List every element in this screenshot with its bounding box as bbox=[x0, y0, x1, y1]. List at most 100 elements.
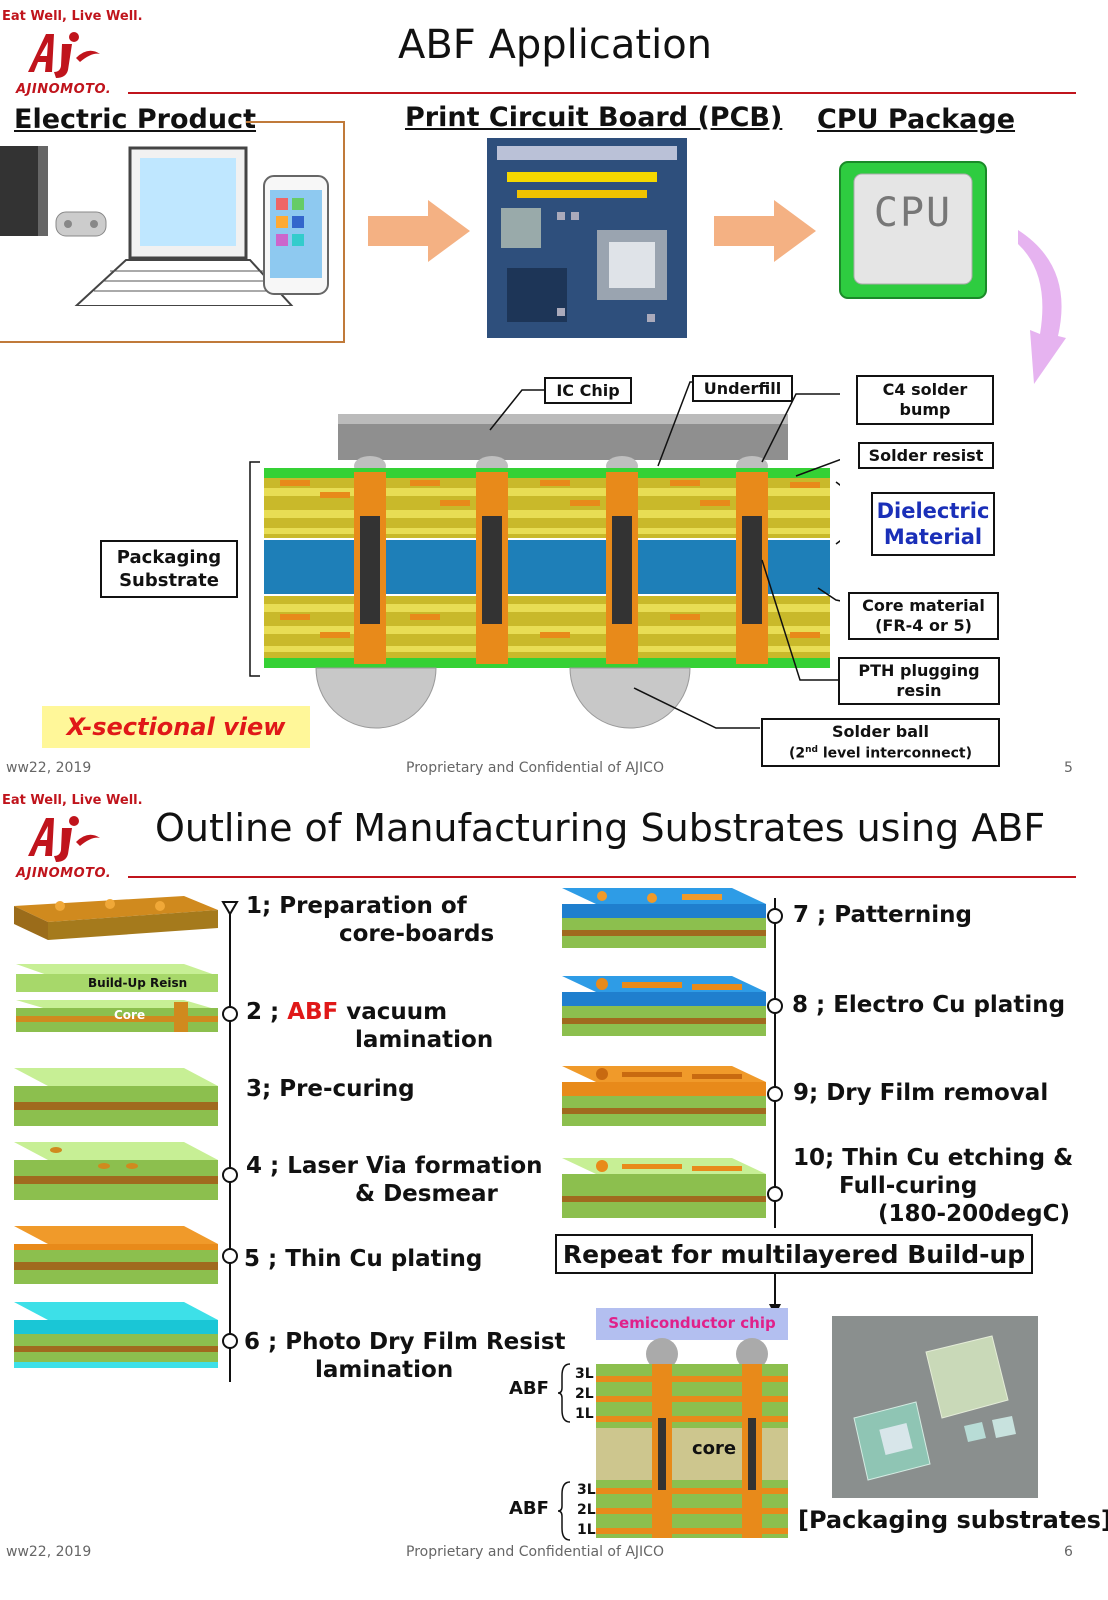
callout-solder-ball: Solder ball (2nd level interconnect) bbox=[761, 718, 1000, 767]
step1-core-board-image bbox=[14, 892, 220, 956]
callout-solder-ball-line1: Solder ball bbox=[832, 721, 929, 741]
step1-label: 1; Preparation of bbox=[246, 893, 467, 919]
step6-label: 6 ; Photo Dry Film Resist bbox=[244, 1329, 566, 1355]
title-divider bbox=[128, 876, 1076, 878]
callout-c4-line1: C4 solder bbox=[882, 380, 968, 399]
buildup-cross-section: Semiconductor chip core bbox=[596, 1308, 788, 1538]
layer-1l-bottom: 1L bbox=[577, 1522, 596, 1538]
ajinomoto-logo-icon bbox=[22, 812, 106, 868]
callout-c4-solder-bump: C4 solder bump bbox=[856, 375, 994, 425]
callout-underfill: Underfill bbox=[692, 375, 793, 402]
ajinomoto-logo-text: AJINOMOTO. bbox=[16, 82, 112, 97]
substrate-cross-section-diagram bbox=[240, 370, 856, 754]
callout-pth-line2: resin bbox=[896, 681, 942, 700]
step10-label: 10; Thin Cu etching & bbox=[793, 1145, 1074, 1171]
callout-solder-ball-line2: (2nd level interconnect) bbox=[789, 741, 972, 763]
step8-electro-cu-image bbox=[562, 972, 768, 1046]
section-pcb: Print Circuit Board (PCB) bbox=[405, 102, 783, 133]
process-timelines bbox=[218, 878, 784, 1388]
step3-label: 3; Pre-curing bbox=[246, 1076, 415, 1102]
callout-dielectric-line2: Material bbox=[883, 525, 983, 549]
callout-core-line1: Core material bbox=[862, 596, 985, 615]
tagline: Eat Well, Live Well. bbox=[2, 9, 143, 24]
step3-precuring-image bbox=[14, 1068, 220, 1134]
callout-solder-resist: Solder resist bbox=[858, 442, 994, 469]
step10-etching-image bbox=[562, 1154, 768, 1228]
abf-bottom-label: ABF bbox=[509, 1498, 549, 1519]
step5-thin-cu-image bbox=[14, 1226, 220, 1292]
page-number: 5 bbox=[1064, 760, 1073, 776]
title-divider bbox=[128, 92, 1076, 94]
footer-confidential: Proprietary and Confidential of AJICO bbox=[406, 1544, 664, 1560]
solder-ball-line2-post: level interconnect) bbox=[817, 745, 973, 762]
layer-3l-bottom: 3L bbox=[577, 1482, 596, 1498]
callout-pth-line1: PTH plugging bbox=[858, 661, 980, 680]
callout-packaging-substrate: Packaging Substrate bbox=[100, 540, 238, 598]
repeat-buildup-box: Repeat for multilayered Build-up bbox=[555, 1234, 1033, 1274]
core-label: Core bbox=[114, 1008, 146, 1022]
step7-label: 7 ; Patterning bbox=[793, 902, 973, 928]
step4-laser-via-image bbox=[14, 1142, 220, 1208]
slide-title: ABF Application bbox=[398, 22, 713, 68]
arrow-right-icon bbox=[368, 200, 470, 266]
abf-top-brace bbox=[557, 1362, 572, 1428]
ajinomoto-logo-icon bbox=[22, 28, 106, 84]
callout-ic-chip: IC Chip bbox=[544, 377, 632, 404]
footer-confidential: Proprietary and Confidential of AJICO bbox=[406, 760, 664, 776]
callout-pth-plugging-resin: PTH plugging resin bbox=[838, 657, 1000, 705]
callout-core-line2: (FR-4 or 5) bbox=[875, 616, 972, 635]
solder-ball-line2-sup: nd bbox=[805, 744, 818, 755]
slide-title: Outline of Manufacturing Substrates usin… bbox=[155, 806, 1046, 850]
abf-bottom-brace bbox=[557, 1480, 572, 1546]
semiconductor-chip-label: Semiconductor chip bbox=[608, 1314, 776, 1332]
footer-date: ww22, 2019 bbox=[6, 1544, 92, 1560]
packaging-substrates-photo bbox=[832, 1316, 1038, 1502]
layer-labels-bottom: 3L 2L 1L bbox=[577, 1480, 596, 1540]
layer-3l-top: 3L bbox=[575, 1366, 594, 1382]
step2-label-line2: lamination bbox=[355, 1027, 494, 1053]
layer-2l-top: 2L bbox=[575, 1386, 594, 1402]
section-electric-product: Electric Product bbox=[14, 104, 257, 135]
step2-lamination-image: Build-Up Reisn Core bbox=[14, 960, 220, 1040]
step6-label-line2: lamination bbox=[315, 1357, 454, 1383]
slide-abf-application: Eat Well, Live Well. AJINOMOTO. ABF Appl… bbox=[0, 9, 1076, 776]
tagline: Eat Well, Live Well. bbox=[2, 793, 143, 808]
step1-label-line2: core-boards bbox=[339, 921, 495, 947]
arrow-right-icon bbox=[714, 200, 816, 266]
electric-product-frame bbox=[0, 120, 346, 344]
step2-suffix: vacuum bbox=[338, 999, 448, 1025]
callout-core-material: Core material (FR-4 or 5) bbox=[848, 592, 999, 640]
footer-date: ww22, 2019 bbox=[6, 760, 92, 776]
step2-label: 2 ; ABF vacuum bbox=[246, 998, 447, 1026]
layer-labels-top: 3L 2L 1L bbox=[575, 1364, 594, 1424]
callout-c4-line2: bump bbox=[899, 400, 951, 419]
cpu-package-image: CPU bbox=[838, 160, 988, 300]
step7-patterning-image bbox=[562, 884, 768, 958]
solder-ball-line2-pre: (2 bbox=[788, 745, 806, 762]
page-number: 6 bbox=[1064, 1544, 1073, 1560]
cpu-chip-text: CPU bbox=[873, 190, 953, 236]
xsectional-view-label: X-sectional view bbox=[42, 706, 310, 748]
step2-abf-highlight: ABF bbox=[287, 999, 339, 1025]
layer-2l-bottom: 2L bbox=[577, 1502, 596, 1518]
step4-label-line2: & Desmear bbox=[355, 1181, 498, 1207]
step5-label: 5 ; Thin Cu plating bbox=[244, 1246, 483, 1272]
step9-film-removal-image bbox=[562, 1062, 768, 1136]
callout-dielectric-line1: Dielectric bbox=[876, 499, 990, 523]
callout-dielectric-material: Dielectric Material bbox=[871, 492, 995, 556]
step4-label: 4 ; Laser Via formation bbox=[246, 1153, 543, 1179]
buildup-resin-label: Build-Up Reisn bbox=[88, 976, 188, 990]
core-layer-label: core bbox=[692, 1438, 737, 1459]
ajinomoto-logo-text: AJINOMOTO. bbox=[16, 866, 112, 881]
layer-1l-top: 1L bbox=[575, 1406, 594, 1422]
electric-product-devices bbox=[0, 136, 340, 307]
step10-label-line2: Full-curing bbox=[839, 1173, 978, 1199]
step2-prefix: 2 ; bbox=[246, 999, 288, 1025]
step10-label-line3: (180-200degC) bbox=[878, 1201, 1070, 1227]
callout-packaging-line2: Substrate bbox=[119, 570, 219, 591]
packaging-substrates-caption: [Packaging substrates] bbox=[798, 1506, 1108, 1534]
callout-packaging-line1: Packaging bbox=[116, 547, 222, 568]
abf-top-label: ABF bbox=[509, 1378, 549, 1399]
step6-dry-film-image bbox=[14, 1302, 220, 1376]
pcb-motherboard-image bbox=[487, 138, 687, 342]
